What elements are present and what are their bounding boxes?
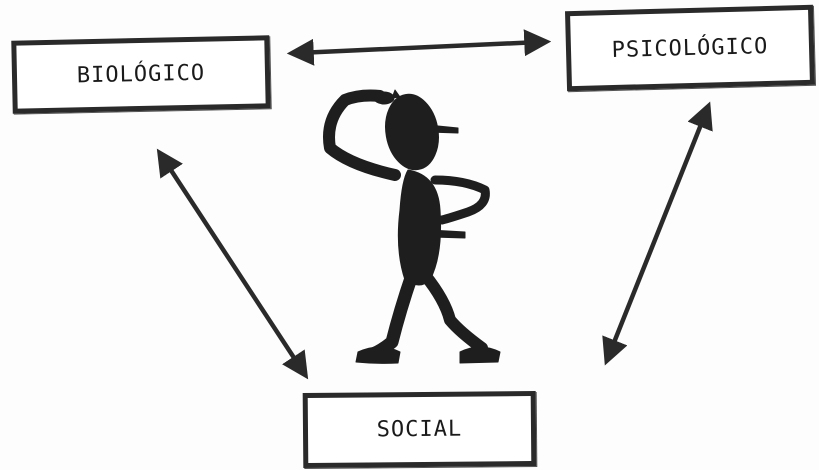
node-psicologico: PSICOLÓGICO [564, 4, 816, 92]
node-social: SOCIAL [302, 390, 537, 469]
thinking-person-icon [323, 89, 501, 364]
node-social-label: SOCIAL [376, 416, 463, 443]
node-biologico: BIOLÓGICO [11, 35, 271, 114]
node-biologico-label: BIOLÓGICO [76, 60, 206, 89]
node-psicologico-label: PSICOLÓGICO [611, 33, 769, 63]
arrow-biologico-social [156, 148, 309, 380]
arrow-biologico-psicologico [286, 29, 552, 66]
arrow-psicologico-social [602, 101, 713, 366]
